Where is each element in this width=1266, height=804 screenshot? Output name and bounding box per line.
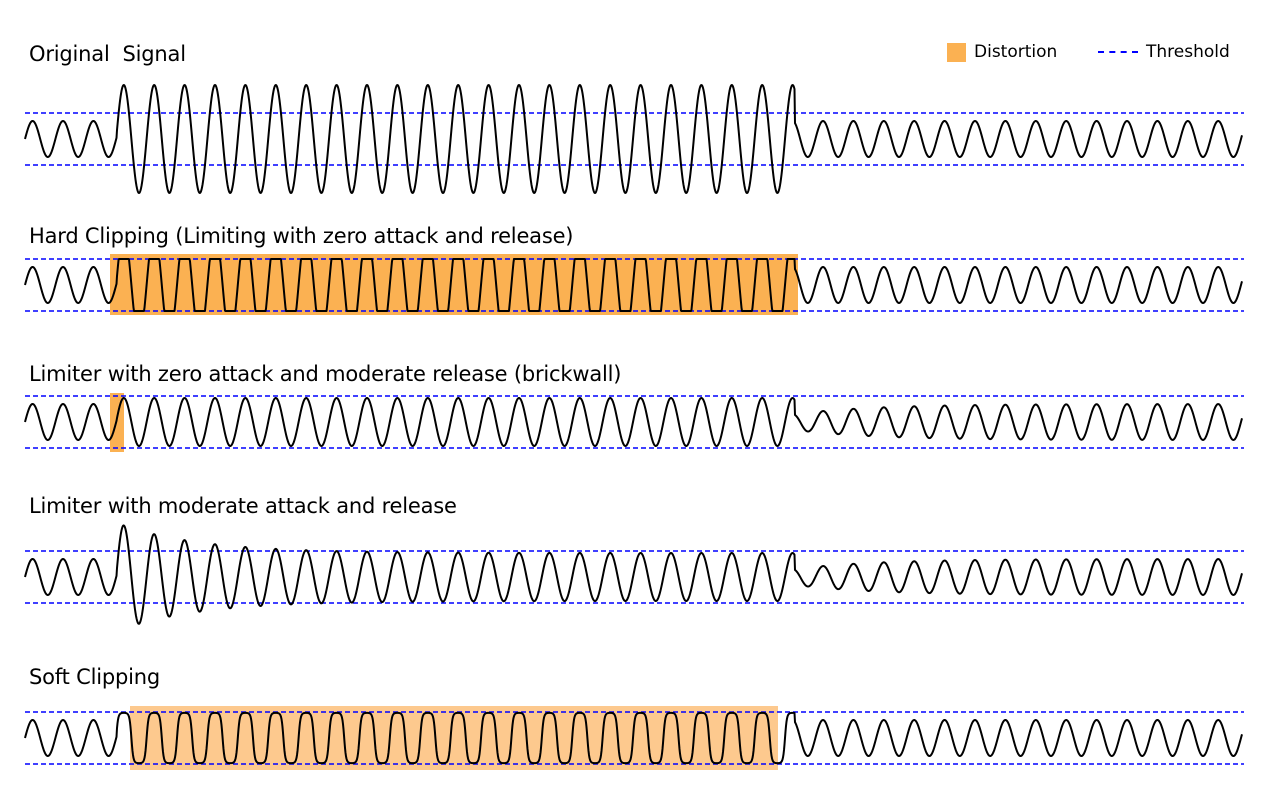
signal-waveform bbox=[24, 258, 1243, 312]
panel-title-brickwall-limiter: Limiter with zero attack and moderate re… bbox=[29, 362, 622, 386]
panel-soft-clipping bbox=[24, 706, 1244, 770]
legend-threshold: Threshold bbox=[1098, 42, 1230, 62]
signal-waveform bbox=[24, 524, 1243, 625]
panel-original bbox=[24, 84, 1244, 194]
panel-title-original: Original Signal bbox=[29, 42, 186, 66]
signal-waveform bbox=[24, 84, 1243, 194]
panel-title-moderate-limiter: Limiter with moderate attack and release bbox=[29, 494, 457, 518]
threshold-dash-swatch bbox=[1098, 51, 1138, 53]
distortion-swatch bbox=[947, 42, 966, 62]
panel-brickwall-limiter bbox=[24, 393, 1244, 452]
signal-waveform bbox=[24, 397, 1243, 447]
legend-threshold-label: Threshold bbox=[1146, 42, 1230, 62]
legend-distortion: Distortion bbox=[947, 42, 1057, 62]
panel-hard-clipping bbox=[24, 254, 1244, 315]
legend-distortion-label: Distortion bbox=[974, 42, 1058, 62]
signal-waveform bbox=[24, 711, 1243, 765]
panel-title-hard-clipping: Hard Clipping (Limiting with zero attack… bbox=[29, 224, 574, 248]
panel-title-soft-clipping: Soft Clipping bbox=[29, 665, 160, 689]
panel-moderate-limiter bbox=[24, 524, 1244, 625]
